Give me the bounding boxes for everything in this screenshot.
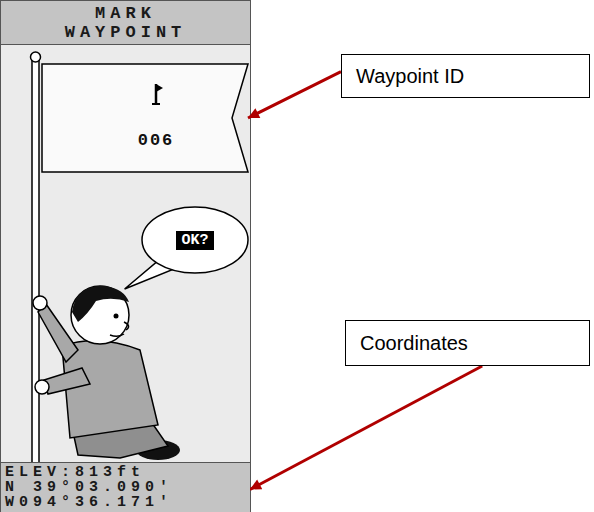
waypoint-id: 006	[138, 131, 175, 150]
prompt-text: OK?	[176, 231, 213, 250]
coordinate-text: N 39°03.090'	[5, 480, 173, 495]
speech-bubble: OK?	[140, 205, 250, 275]
hand	[35, 380, 49, 394]
gps-screen	[1, 1, 251, 512]
eye	[114, 314, 119, 319]
pole	[32, 60, 39, 465]
callout-label: Waypoint ID	[356, 65, 464, 88]
flag-shape	[42, 64, 248, 172]
lower-arm	[44, 368, 90, 394]
body	[62, 341, 158, 438]
callout-label: Coordinates	[360, 332, 468, 355]
callout-box: Waypoint ID	[341, 54, 590, 98]
hair	[72, 286, 129, 322]
callout-arrow	[248, 72, 341, 118]
callout-box: Coordinates	[345, 320, 590, 366]
mouth	[110, 334, 124, 336]
kneeling-man	[33, 286, 180, 460]
screen-title: MARK WAYPOINT	[51, 4, 201, 42]
bubble-ellipse	[142, 207, 248, 273]
hand	[33, 296, 47, 310]
pole-knob	[31, 52, 41, 62]
coordinate-text: W094°36.171'	[5, 495, 173, 510]
waypoint-symbol	[152, 84, 163, 104]
head	[71, 286, 129, 344]
callout-arrow	[250, 366, 482, 490]
nose	[124, 322, 129, 330]
coordinate-text: ELEV:813ft	[5, 465, 145, 480]
flag-pole	[31, 52, 41, 465]
coordinate-band: ELEV:813ftN 39°03.090'W094°36.171'	[1, 462, 250, 512]
waypoint-flag: 006	[42, 64, 248, 172]
title-band: MARK WAYPOINT	[1, 1, 250, 45]
flag-outline	[42, 64, 248, 172]
